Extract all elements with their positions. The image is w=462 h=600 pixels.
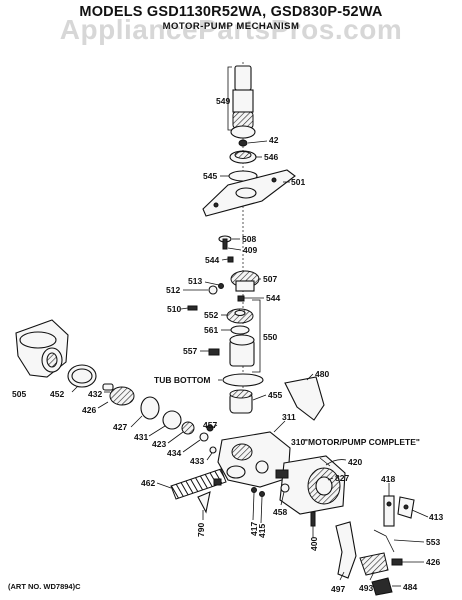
page-title: MODELS GSD1130R52WA, GSD830P-52WA (79, 4, 383, 20)
seal-512 (208, 285, 218, 295)
label-480: 480 (315, 369, 329, 379)
impeller-housing-507 (230, 270, 260, 292)
label-553: 553 (426, 537, 440, 547)
label-400: 400 (309, 537, 319, 551)
bearing-546 (229, 150, 257, 164)
label-426: 426 (82, 405, 96, 415)
label-420: 420 (348, 457, 362, 467)
screw-400 (310, 511, 316, 527)
label-418: 418 (381, 474, 395, 484)
art-number: (ART NO. WD7894)C (8, 582, 81, 591)
label-455: 455 (268, 390, 282, 400)
label-827: 827 (335, 473, 349, 483)
pump-body-557 (208, 334, 255, 367)
label-433: 433 (190, 456, 204, 466)
ring-423 (181, 421, 195, 435)
clip-544-lower (237, 295, 245, 302)
label-426-right: 426 (426, 557, 440, 567)
screw-508 (218, 235, 232, 250)
bracket-418 (383, 495, 395, 527)
label-493: 493 (359, 583, 373, 593)
clip-413 (397, 496, 415, 519)
label-561: 561 (204, 325, 218, 335)
label-409: 409 (243, 245, 257, 255)
bracket-480 (284, 376, 325, 421)
label-513: 513 (188, 276, 202, 286)
nut-458 (280, 483, 290, 493)
page-subtitle: MOTOR-PUMP MECHANISM (162, 21, 300, 32)
clip-790 (197, 491, 211, 514)
label-505: 505 (12, 389, 26, 399)
label-552: 552 (204, 310, 218, 320)
label-557: 557 (183, 346, 197, 356)
label-434: 434 (167, 448, 181, 458)
seal-561 (230, 325, 250, 335)
pump-housing-311 (217, 431, 291, 488)
group-bracket-550 (252, 299, 261, 373)
seal-434 (199, 432, 209, 442)
seal-457 (206, 424, 214, 432)
part-426-right (391, 558, 403, 566)
label-501: 501 (291, 177, 305, 187)
wire-553 (373, 529, 395, 553)
screw-415 (259, 491, 265, 497)
spray-tube-549 (227, 65, 256, 139)
label-457: 457 (203, 420, 217, 430)
clamp-484 (371, 577, 393, 596)
label-550: 550 (263, 332, 277, 342)
label-462: 462 (141, 478, 155, 488)
label-431: 431 (134, 432, 148, 442)
label-42: 42 (269, 135, 279, 145)
impeller-426 (102, 383, 135, 406)
label-544-top: 544 (205, 255, 219, 265)
watermark: AppliancePartsPros.com (59, 14, 403, 45)
label-423: 423 (152, 439, 166, 449)
screw-417 (251, 487, 257, 493)
label-546: 546 (264, 152, 278, 162)
label-427: 427 (113, 422, 127, 432)
clip-544 (227, 256, 234, 263)
label-507: 507 (263, 274, 277, 284)
washer-513 (218, 283, 224, 289)
label-311: 311 (282, 412, 296, 422)
label-417: 417 (249, 522, 259, 536)
washer-433 (209, 446, 217, 454)
impeller-552 (226, 308, 254, 324)
grommet-493 (359, 552, 389, 576)
label-432: 432 (88, 389, 102, 399)
label-790: 790 (196, 523, 206, 537)
label-549: 549 (216, 96, 230, 106)
tub-bottom-caption: TUB BOTTOM (154, 375, 211, 385)
label-510: 510 (167, 304, 181, 314)
label-544-lower: 544 (266, 293, 280, 303)
ring-427 (140, 396, 160, 420)
tub-bottom-gasket (222, 373, 264, 387)
spring-462 (170, 468, 227, 500)
motor-pump-complete-caption: "MOTOR/PUMP COMPLETE" (304, 437, 420, 447)
label-497: 497 (331, 584, 345, 594)
label-458: 458 (273, 507, 287, 517)
pin-510 (187, 305, 198, 311)
label-512: 512 (166, 285, 180, 295)
label-415: 415 (257, 524, 267, 538)
label-545: 545 (203, 171, 217, 181)
coupling-455 (229, 389, 253, 414)
bracket-497 (335, 521, 357, 579)
label-452: 452 (50, 389, 64, 399)
label-413: 413 (429, 512, 443, 522)
nut-42 (238, 139, 248, 147)
label-310: 310 (291, 437, 305, 447)
ring-431 (162, 410, 182, 430)
ring-452 (67, 364, 97, 388)
spray-arm-501 (202, 169, 296, 217)
label-508: 508 (242, 234, 256, 244)
label-484: 484 (403, 582, 417, 592)
filter-housing-505 (15, 319, 69, 378)
motor-827 (275, 455, 346, 515)
